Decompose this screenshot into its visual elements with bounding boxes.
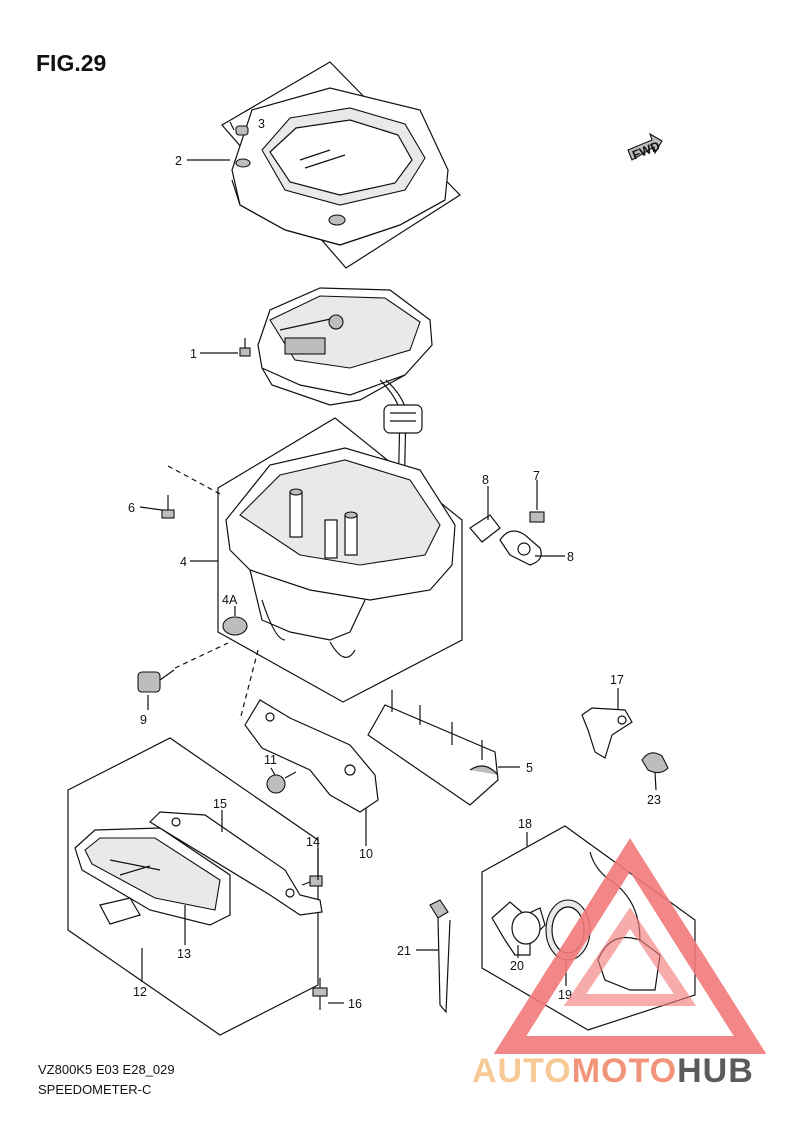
watermark-text: AUTOMOTOHUB (472, 1052, 754, 1090)
watermark-part-auto: AUTO (472, 1052, 572, 1090)
callout-17: 16 (348, 997, 362, 1011)
figure-subtitle: SPEEDOMETER-C (38, 1082, 152, 1097)
fwd-arrow-icon: FWD (627, 132, 663, 163)
callout-11: 10 (359, 847, 373, 861)
callout-2: 2 (175, 154, 182, 168)
clamp-8 (499, 530, 542, 566)
callout-4a: 4A (222, 593, 238, 607)
clip-23 (641, 752, 669, 774)
callout-5: 5 (526, 761, 533, 775)
case-boss-left (289, 491, 303, 538)
screw-6 (161, 495, 175, 519)
callout-1: 1 (190, 347, 197, 361)
callout-21: 20 (510, 959, 524, 973)
model-code: VZ800K5 E03 E28_029 (38, 1062, 175, 1077)
leader-lines (139, 121, 657, 1004)
lower-case-group (167, 417, 463, 721)
screw-15 (301, 875, 323, 887)
watermark-triangle-icon (493, 838, 767, 1054)
callout-14: 13 (177, 947, 191, 961)
callout-13: 12 (133, 985, 147, 999)
meter-needle (279, 317, 336, 331)
cushion-3 (235, 125, 249, 136)
watermark-part-hub: HUB (677, 1052, 754, 1090)
screw-17 (312, 978, 328, 1010)
group-box-indicator (67, 737, 319, 1036)
meter-lcd (284, 337, 326, 355)
fwd-badge-text: FWD (630, 139, 662, 163)
indicator-bracket-16 (149, 811, 323, 916)
upper-cover-group (221, 61, 461, 269)
watermark-logo: AUTOMOTOHUB (472, 838, 767, 1090)
bolt-10 (137, 669, 175, 693)
callout-15: 14 (306, 835, 320, 849)
cable-tie-22 (429, 899, 451, 1014)
screw-7 (529, 488, 545, 523)
callout-8: 8 (567, 550, 574, 564)
clamp-9 (469, 514, 501, 543)
bracket-5 (367, 690, 499, 806)
callout-23: 23 (647, 793, 661, 807)
callout-4: 4 (180, 555, 187, 569)
callout-20: 19 (558, 988, 572, 1002)
callout-9: 8 (482, 473, 489, 487)
meter-assembly (239, 287, 433, 501)
bracket-11 (244, 699, 379, 813)
group-box-lower-case (217, 417, 463, 703)
bracket-18 (581, 707, 633, 759)
callout-7: 7 (533, 469, 540, 483)
cover-grommet (235, 158, 251, 168)
harness-grommet (383, 404, 423, 434)
callout-22: 21 (397, 944, 411, 958)
cushion-4a (222, 616, 248, 636)
group-box-sensor (481, 825, 696, 1031)
callout-12: 11 (264, 753, 277, 767)
callout-labels: 2 3 1 4 4A 6 9 8 7 8 5 10 11 12 13 14 15… (128, 117, 661, 1011)
figure-title: FIG.29 (36, 50, 107, 76)
callout-6: 6 (128, 501, 135, 515)
indicator-tab (99, 897, 141, 925)
bolt-12 (266, 771, 297, 794)
callout-16: 15 (213, 797, 227, 811)
meter-stud (239, 347, 251, 357)
callout-19: 18 (518, 817, 532, 831)
callout-18: 17 (610, 673, 624, 687)
indicator-group (67, 737, 323, 1036)
callout-3: 3 (258, 117, 265, 131)
callout-10: 9 (140, 713, 147, 727)
watermark-part-moto: MOTO (572, 1052, 677, 1090)
